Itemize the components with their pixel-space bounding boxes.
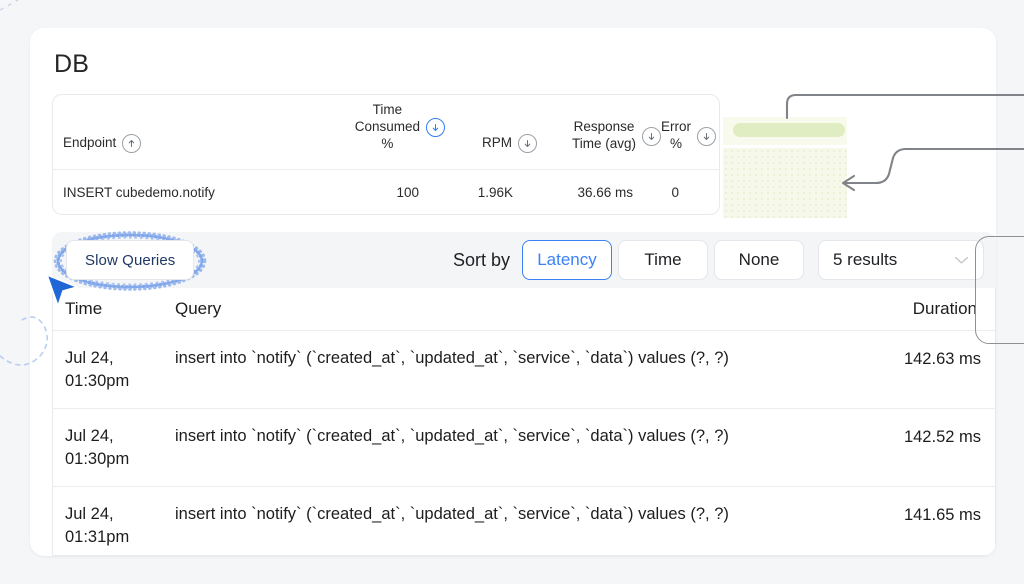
column-header-endpoint-label: Endpoint: [63, 135, 117, 151]
sort-by-label: Sort by: [452, 249, 510, 270]
sort-option-time[interactable]: Time: [618, 240, 708, 280]
table-row[interactable]: Jul 24, 01:30pm insert into `notify` (`c…: [53, 409, 995, 487]
cell-time: Jul 24, 01:31pm: [65, 504, 130, 547]
corner-trail: [0, 0, 19, 11]
table-row[interactable]: Jul 24, 01:30pm insert into `notify` (`c…: [53, 331, 995, 409]
sort-desc-icon[interactable]: [426, 118, 445, 138]
cell-time-consumed: 100: [396, 184, 419, 200]
column-header-query: Query: [175, 299, 222, 318]
cell-response-time: 36.66 ms: [577, 184, 633, 200]
sort-option-time-label: Time: [644, 250, 682, 269]
slow-queries-panel: Slow Queries Sort by Latency Time None 5…: [52, 232, 996, 556]
results-count-select[interactable]: 5 results: [818, 240, 984, 280]
column-header-time-consumed[interactable]: Time Consumed %: [313, 102, 445, 169]
slow-queries-button[interactable]: Slow Queries: [66, 240, 195, 280]
column-header-response-time-label: Response Time (avg): [571, 119, 636, 152]
sort-option-latency[interactable]: Latency: [522, 240, 612, 280]
column-header-error-pct[interactable]: Error %: [661, 119, 716, 169]
sort-desc-icon[interactable]: [518, 134, 537, 153]
cell-rpm: 1.96K: [477, 184, 513, 200]
endpoint-table-header-row: Endpoint Time Consumed % RPM: [53, 95, 719, 170]
cell-duration: 142.52 ms: [903, 427, 981, 446]
table-row[interactable]: Jul 24, 01:31pm insert into `notify` (`c…: [53, 487, 995, 555]
sort-controls: Sort by Latency Time None 5 results: [453, 240, 996, 280]
column-header-endpoint[interactable]: Endpoint: [63, 134, 313, 169]
db-panel-card: DB Endpoint Time Consumed % RPM: [30, 28, 996, 556]
cell-time: Jul 24, 01:30pm: [65, 349, 130, 391]
slow-queries-toolbar: Slow Queries Sort by Latency Time None 5…: [52, 232, 996, 288]
cell-time: Jul 24, 01:30pm: [65, 426, 130, 469]
sort-option-none[interactable]: None: [714, 240, 804, 280]
cell-query: insert into `notify` (`created_at`, `upd…: [175, 426, 729, 445]
sort-desc-icon[interactable]: [697, 126, 716, 146]
cell-query: insert into `notify` (`created_at`, `upd…: [175, 349, 729, 367]
sort-asc-icon[interactable]: [122, 134, 142, 153]
annotation-note-body: [723, 148, 847, 218]
sort-desc-icon[interactable]: [642, 126, 661, 146]
sort-option-latency-label: Latency: [537, 250, 597, 269]
sort-option-none-label: None: [738, 250, 780, 269]
slow-queries-table: Time Query Duration Jul 24, 01:30pm inse…: [52, 288, 996, 556]
column-header-rpm-label: RPM: [482, 135, 512, 151]
queries-table-header-row: Time Query Duration: [53, 288, 995, 331]
cell-query: insert into `notify` (`created_at`, `upd…: [175, 504, 729, 523]
table-row[interactable]: INSERT cubedemo.notify 100 1.96K 36.66 m…: [53, 170, 719, 214]
results-count-value: 5 results: [833, 250, 898, 269]
column-header-error-pct-label: Error %: [661, 119, 691, 152]
cell-duration: 142.63 ms: [903, 350, 981, 368]
column-header-duration: Duration: [912, 299, 977, 318]
column-header-rpm[interactable]: RPM: [445, 134, 537, 169]
slow-queries-button-label: Slow Queries: [85, 251, 176, 269]
annotation-note-title-placeholder: [733, 123, 845, 137]
chevron-down-icon: [954, 253, 969, 268]
column-header-response-time[interactable]: Response Time (avg): [537, 119, 661, 169]
column-header-time-consumed-label: Time Consumed %: [354, 102, 420, 152]
page-title: DB: [54, 50, 90, 78]
annotation-offscreen-card: [975, 236, 1024, 344]
endpoint-summary-table: Endpoint Time Consumed % RPM: [52, 94, 720, 215]
column-header-time: Time: [65, 299, 103, 318]
cell-error-pct: 0: [671, 184, 679, 200]
cell-duration: 141.65 ms: [903, 505, 981, 524]
cell-endpoint: INSERT cubedemo.notify: [63, 184, 215, 200]
